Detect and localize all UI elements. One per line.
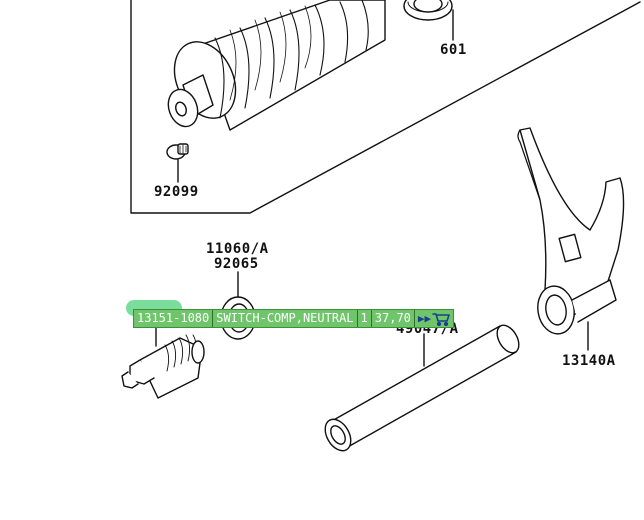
- tooltip-part-number: 13151-1080: [134, 310, 214, 327]
- part-label-601[interactable]: 601: [440, 42, 467, 58]
- assembly-frame: [130, 0, 641, 214]
- cart-icon: [432, 312, 450, 326]
- shift-drum: [167, 0, 386, 131]
- tooltip-price: 37,70: [372, 310, 415, 327]
- forward-arrows-icon: ▶▶: [417, 312, 432, 325]
- part-info-tooltip[interactable]: 13151-1080 SWITCH-COMP,NEUTRAL 1 37,70 ▶…: [133, 309, 455, 328]
- part-label-92099[interactable]: 92099: [154, 184, 199, 200]
- shift-fork-13140a: [517, 127, 625, 351]
- part-label-13140a[interactable]: 13140A: [562, 353, 616, 369]
- bearing-601: [403, 0, 454, 41]
- tooltip-description: SWITCH-COMP,NEUTRAL: [213, 310, 358, 327]
- part-label-11060a[interactable]: 11060/A: [206, 241, 269, 257]
- bolt-92099: [166, 143, 189, 183]
- part-label-92065[interactable]: 92065: [214, 256, 259, 272]
- washer-92065: [220, 271, 256, 340]
- neutral-switch: [121, 325, 205, 399]
- add-to-cart-button[interactable]: ▶▶: [415, 312, 453, 326]
- shaft-49047: [324, 324, 520, 452]
- tooltip-quantity: 1: [358, 310, 372, 327]
